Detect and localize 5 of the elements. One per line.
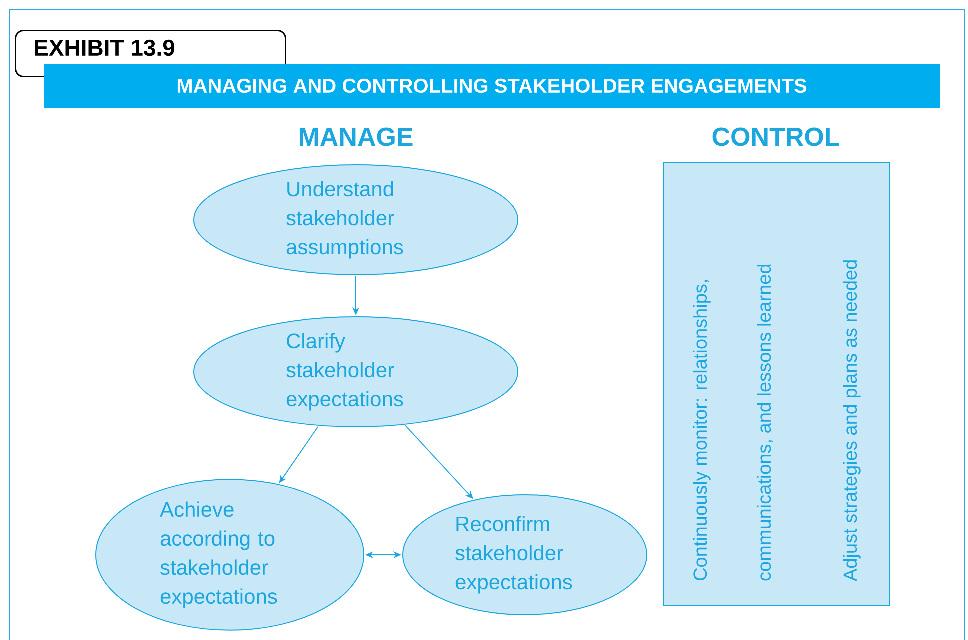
column-heading: CONTROL bbox=[712, 128, 840, 146]
control-box: Continuously monitor: relationships, communications, and lessons learned Adjust strategies and plans as needed bbox=[664, 162, 891, 606]
title-band: MANAGING AND CONTROLLING STAKEHOLDER ENGAGEMENTS bbox=[44, 64, 940, 108]
node-label: Continuously monitor: relationships, communications, and lessons learned bbox=[693, 264, 774, 581]
node-label: Adjust strategies and plans as needed bbox=[843, 260, 861, 582]
